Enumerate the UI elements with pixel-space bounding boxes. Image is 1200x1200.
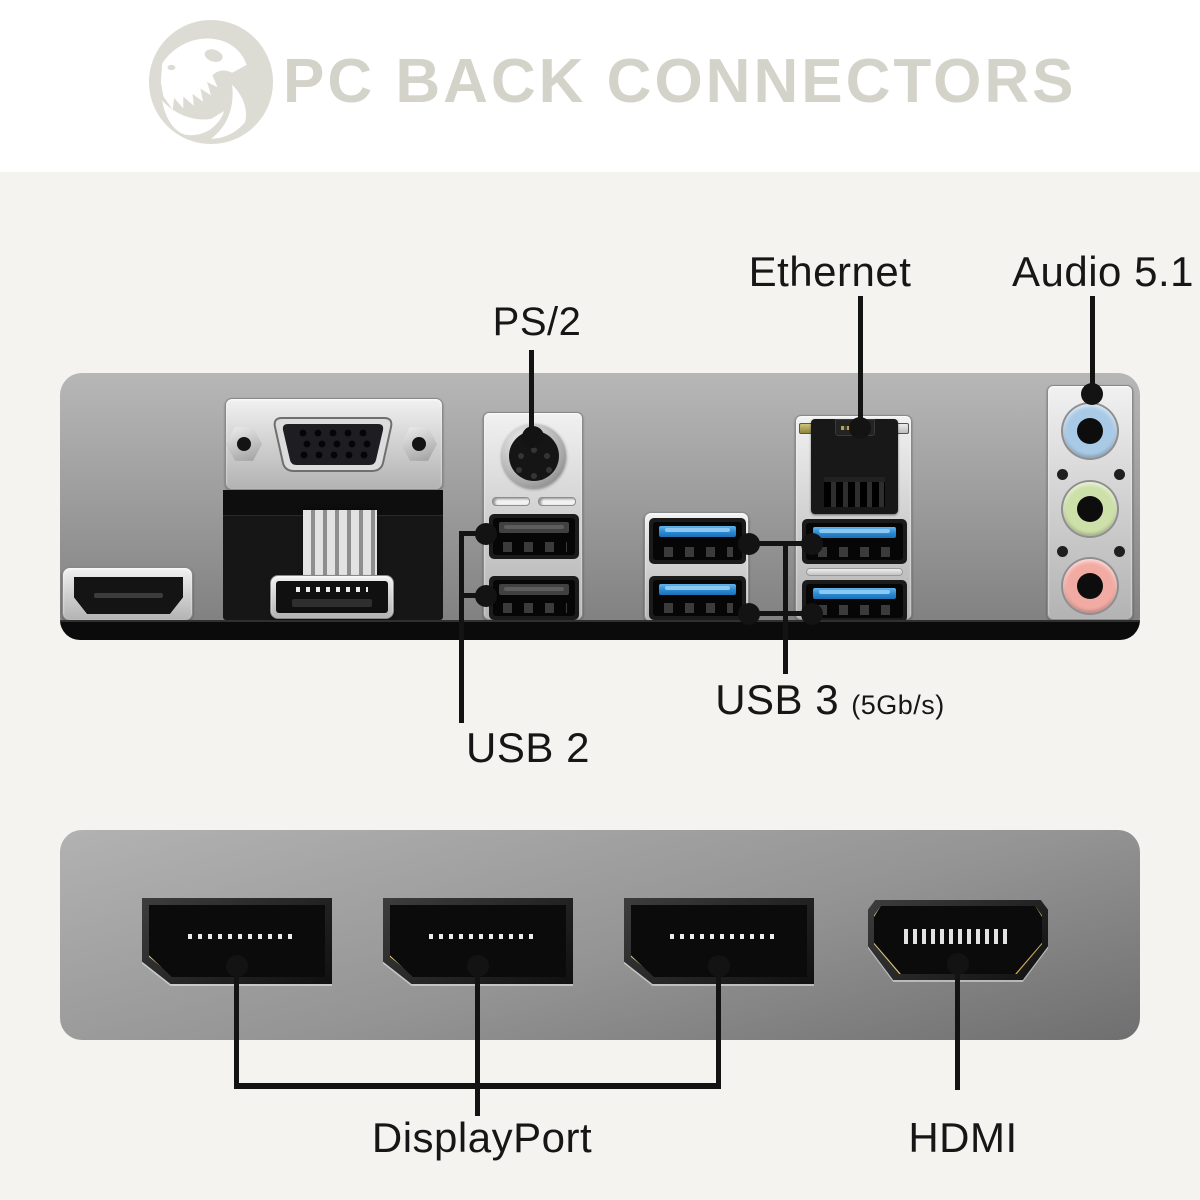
usb3-annotation-dot [801,603,823,625]
usb2-annotation-line [461,593,488,598]
vent-slot [538,497,576,506]
ps2-label: PS/2 [492,300,582,344]
displayport-slot [291,599,373,607]
vga-screw-hole [412,437,426,451]
hdmi-pins [904,928,1012,944]
usb2-tongue [498,522,570,533]
ethernet-usb3-plate [795,415,912,622]
jack-hole [1077,496,1103,522]
hdmi-slot [93,592,164,599]
usb2-label: USB 2 [466,724,590,771]
displayport-pins [296,587,368,592]
hdmi-label: HDMI [908,1114,1018,1161]
vga-d-sub-connector [273,417,393,472]
displayport-opening [276,581,388,613]
usb3-label: USB 3 (5Gb/s) [660,676,1000,724]
rj45-pin-comb [824,477,885,507]
usb3-annotation-line [749,611,812,616]
page-title: PC BACK CONNECTORS [283,47,1077,116]
usb-contacts [502,603,567,613]
usb3-annotation-dot [801,533,823,555]
displayport-port-3 [624,898,814,984]
ethernet-annotation-line [858,296,863,430]
motherboard-io-panel [60,373,1140,640]
audio-annotation-line [1090,296,1095,396]
vga-screw-right [401,427,437,461]
jack-hole [1077,573,1103,599]
displayport-annotation-line [475,960,480,1116]
usb-contacts [663,547,734,557]
displayport-label: DisplayPort [371,1114,593,1161]
ethernet-label: Ethernet [748,248,912,295]
header: PC BACK CONNECTORS [0,0,1200,172]
usb-cavity [653,580,742,616]
displayport-annotation-line [716,960,721,1088]
vga-screw-hole [237,437,251,451]
screw-hole [1057,546,1068,557]
audio-label: Audio 5.1 [1012,248,1194,295]
dinosaur-skull-logo-icon [148,19,274,145]
audio-annotation-dot [1081,383,1103,405]
usb-contacts [817,547,894,557]
usb-cavity [493,580,575,616]
ethernet-annotation-dot [849,417,871,439]
ps2-pins [531,447,537,453]
audio-line-in-jack [1063,404,1117,458]
usb2-annotation-line [459,531,464,723]
audio-line-out-jack [1063,482,1117,536]
usb3-tongue [659,526,736,537]
usb3-tongue [812,588,897,599]
usb3-port-2 [649,576,746,620]
screw-hole [1114,469,1125,480]
displayport-annotation-bar [234,1083,721,1089]
vent-slot [492,497,530,506]
usb3-label-text: USB 3 [715,676,840,723]
vga-screw-left [226,427,262,461]
usb2-port-1 [489,514,579,559]
usb-cavity [806,523,903,560]
hdmi-port-motherboard [62,567,193,621]
ps2-annotation-dot [522,426,544,448]
usb3-annotation-line [749,541,812,546]
usb2-annotation-line [461,531,488,536]
ribbon-cables [303,510,377,580]
jack-hole [1077,418,1103,444]
usb3-port-1 [649,518,746,564]
usb3-tongue [812,527,897,538]
displayport-port-motherboard [270,575,394,619]
audio-plate [1047,385,1133,620]
graphics-card-panel [60,830,1140,1040]
usb3-speed-text: (5Gb/s) [851,690,945,720]
usb2-port-2 [489,576,579,620]
displayport-pins [187,934,294,940]
displayport-annotation-line [234,960,239,1088]
usb-cavity [493,518,575,555]
audio-mic-jack [1063,559,1117,613]
usb3-stack [644,512,749,622]
screw-hole [1057,469,1068,480]
usb-contacts [502,542,567,552]
usb3-tongue [659,584,736,595]
usb2-tongue [498,584,570,595]
hdmi-opening [74,577,183,614]
vga-bracket [223,490,443,620]
displayport-pins [669,934,776,940]
ps2-usb2-plate [483,412,583,620]
displayport-pins [428,934,535,940]
vga-port [225,398,443,490]
ps2-port [502,424,566,488]
usb-contacts [663,603,734,613]
screw-hole [1114,546,1125,557]
usb3-port-3 [802,519,907,564]
hdmi-annotation-line [955,958,960,1090]
usb3-port-4 [802,580,907,622]
plate-divider [806,568,903,576]
ps2-annotation-line [529,350,534,440]
usb-cavity [653,522,742,560]
usb3-annotation-line [783,541,788,674]
motherboard-pcb-edge [60,620,1140,640]
usb-contacts [817,605,894,615]
